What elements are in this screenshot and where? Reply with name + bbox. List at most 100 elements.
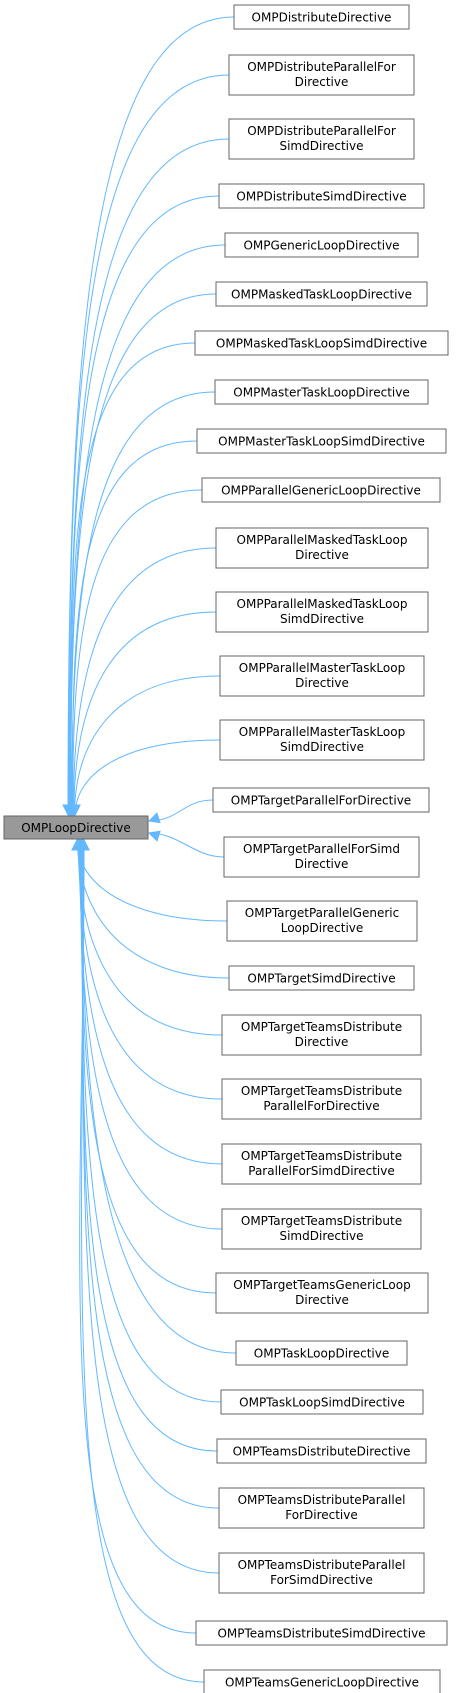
- class-node-label: Directive: [295, 857, 349, 871]
- inheritance-edge-ompmastertaskloopsimddirective: [71, 440, 198, 816]
- inheritance-edge-omptargetparallelforsimddirective: [148, 832, 225, 858]
- class-node-box: [221, 1078, 422, 1120]
- class-node-label: OMPTargetParallelForSimd: [243, 842, 400, 856]
- class-node-omptargetteamsdistributeparallelfordirective[interactable]: OMPTargetTeamsDistributeParallelForDirec…: [221, 1078, 422, 1120]
- inheritance-edges: [62, 16, 237, 1683]
- class-node-label: OMPTeamsDistributeParallel: [238, 1558, 406, 1572]
- class-node-box: [228, 118, 415, 160]
- inheritance-edge-omptargetparallelgenericloopdirective: [76, 839, 228, 922]
- root-node-omploopdirective[interactable]: OMPLoopDirective: [3, 815, 149, 840]
- inheritance-edge-ompdistributeparallelfordirective: [67, 74, 230, 816]
- inheritance-edge-ompdistributeparallelforsimddirective: [68, 138, 230, 816]
- class-node-ompmastertaskloopsimddirective[interactable]: OMPMasterTaskLoopSimdDirective: [196, 428, 447, 454]
- class-node-label: OMPTargetTeamsGenericLoop: [233, 1278, 410, 1292]
- class-node-ompmaskedtaskloopdirective[interactable]: OMPMaskedTaskLoopDirective: [215, 281, 428, 307]
- class-node-label: OMPTaskLoopSimdDirective: [239, 1396, 405, 1410]
- class-node-label: Directive: [295, 1035, 349, 1049]
- class-node-label: OMPMasterTaskLoopSimdDirective: [218, 435, 425, 449]
- class-node-box: [215, 527, 429, 569]
- root-node-box: [3, 815, 149, 840]
- class-node-ompteamsdistributedirective[interactable]: OMPTeamsDistributeDirective: [216, 1438, 427, 1464]
- class-node-box: [218, 1552, 425, 1594]
- class-node-box: [219, 719, 425, 761]
- inheritance-edge-ompparallelmaskedtaskloopdirective: [72, 547, 217, 816]
- class-node-box: [215, 281, 428, 307]
- class-node-box: [228, 965, 415, 991]
- class-node-box: [212, 787, 430, 813]
- class-node-ompgenericloopdirective[interactable]: OMPGenericLoopDirective: [224, 232, 419, 258]
- class-node-omptargetsimddirective[interactable]: OMPTargetSimdDirective: [228, 965, 415, 991]
- class-node-box: [221, 1143, 422, 1185]
- inheritance-edge-omptargetteamsdistributeparallelforsimddirective: [78, 839, 223, 1165]
- class-node-ompmastertaskloopdirective[interactable]: OMPMasterTaskLoopDirective: [214, 379, 429, 405]
- class-node-box: [215, 591, 429, 633]
- class-node-label: OMPMasterTaskLoopDirective: [233, 386, 409, 400]
- class-node-label: OMPTargetTeamsDistribute: [241, 1020, 402, 1034]
- class-node-label: Directive: [295, 548, 349, 562]
- arrowhead-omptargetparallelforsimddirective: [147, 830, 161, 842]
- class-node-label: OMPTargetTeamsDistribute: [241, 1149, 402, 1163]
- arrowhead-omptargetparallelfordirective: [147, 812, 161, 824]
- inheritance-edge-ompteamsdistributedirective: [81, 839, 218, 1452]
- inheritance-edge-ompparallelmaskedtaskloopsimddirective: [73, 611, 217, 816]
- class-node-box: [228, 54, 415, 96]
- class-node-box: [221, 1208, 422, 1250]
- class-node-box: [218, 183, 425, 209]
- class-node-box: [219, 655, 425, 697]
- class-node-omptaskloopsimddirective[interactable]: OMPTaskLoopSimdDirective: [220, 1389, 424, 1415]
- class-node-label: ParallelForSimdDirective: [248, 1164, 394, 1178]
- inheritance-edge-omptaskloopdirective: [80, 839, 237, 1354]
- class-node-ompdistributedirective[interactable]: OMPDistributeDirective: [233, 4, 410, 30]
- class-node-box: [195, 1620, 448, 1646]
- class-node-ompparallelgenericloopdirective[interactable]: OMPParallelGenericLoopDirective: [201, 477, 441, 503]
- class-node-label: OMPTargetSimdDirective: [247, 972, 395, 986]
- class-node-ompteamsgenericloopdirective[interactable]: OMPTeamsGenericLoopDirective: [203, 1669, 441, 1693]
- class-node-box: [214, 379, 429, 405]
- class-node-label: OMPTeamsGenericLoopDirective: [225, 1676, 419, 1690]
- class-node-omptaskloopdirective[interactable]: OMPTaskLoopDirective: [235, 1340, 408, 1366]
- inheritance-edge-ompparallelmastertaskloopsimddirective: [74, 739, 221, 816]
- class-node-label: OMPParallelGenericLoopDirective: [221, 484, 421, 498]
- class-node-label: Directive: [295, 676, 349, 690]
- class-node-box: [220, 1389, 424, 1415]
- class-node-ompteamsdistributeparallelforsimddirective[interactable]: OMPTeamsDistributeParallelForSimdDirecti…: [218, 1552, 425, 1594]
- class-node-label: SimdDirective: [280, 740, 364, 754]
- class-node-omptargetteamsdistributeparallelforsimddirective[interactable]: OMPTargetTeamsDistributeParallelForSimdD…: [221, 1143, 422, 1185]
- class-node-box: [203, 1669, 441, 1693]
- inheritance-edge-ompteamsgenericloopdirective: [81, 839, 205, 1683]
- inheritance-edge-omptargetsimddirective: [77, 839, 230, 979]
- inheritance-edge-ompteamsdistributesimddirective: [79, 839, 197, 1634]
- inheritance-edge-ompparallelgenericloopdirective: [72, 489, 203, 816]
- class-node-box: [196, 428, 447, 454]
- class-node-box: [226, 900, 418, 942]
- class-node-label: OMPParallelMaskedTaskLoop: [237, 597, 408, 611]
- class-node-label: OMPDistributeDirective: [252, 11, 392, 25]
- class-node-ompteamsdistributesimddirective[interactable]: OMPTeamsDistributeSimdDirective: [195, 1620, 448, 1646]
- class-node-omptargetparallelfordirective[interactable]: OMPTargetParallelForDirective: [212, 787, 430, 813]
- class-node-box: [218, 1487, 425, 1529]
- class-node-box: [215, 1272, 429, 1314]
- derived-class-nodes: OMPDistributeDirectiveOMPDistributeParal…: [194, 4, 449, 1693]
- class-node-box: [201, 477, 441, 503]
- class-node-label: SimdDirective: [280, 612, 364, 626]
- class-node-ompdistributesimddirective[interactable]: OMPDistributeSimdDirective: [218, 183, 425, 209]
- class-node-label: OMPParallelMaskedTaskLoop: [237, 533, 408, 547]
- class-node-label: OMPTeamsDistributeParallel: [238, 1493, 406, 1507]
- class-node-label: SimdDirective: [279, 1229, 363, 1243]
- class-node-ompmaskedtaskloopsimddirective[interactable]: OMPMaskedTaskLoopSimdDirective: [194, 330, 449, 356]
- class-node-label: SimdDirective: [279, 139, 363, 153]
- class-node-label: ParallelForDirective: [263, 1099, 379, 1113]
